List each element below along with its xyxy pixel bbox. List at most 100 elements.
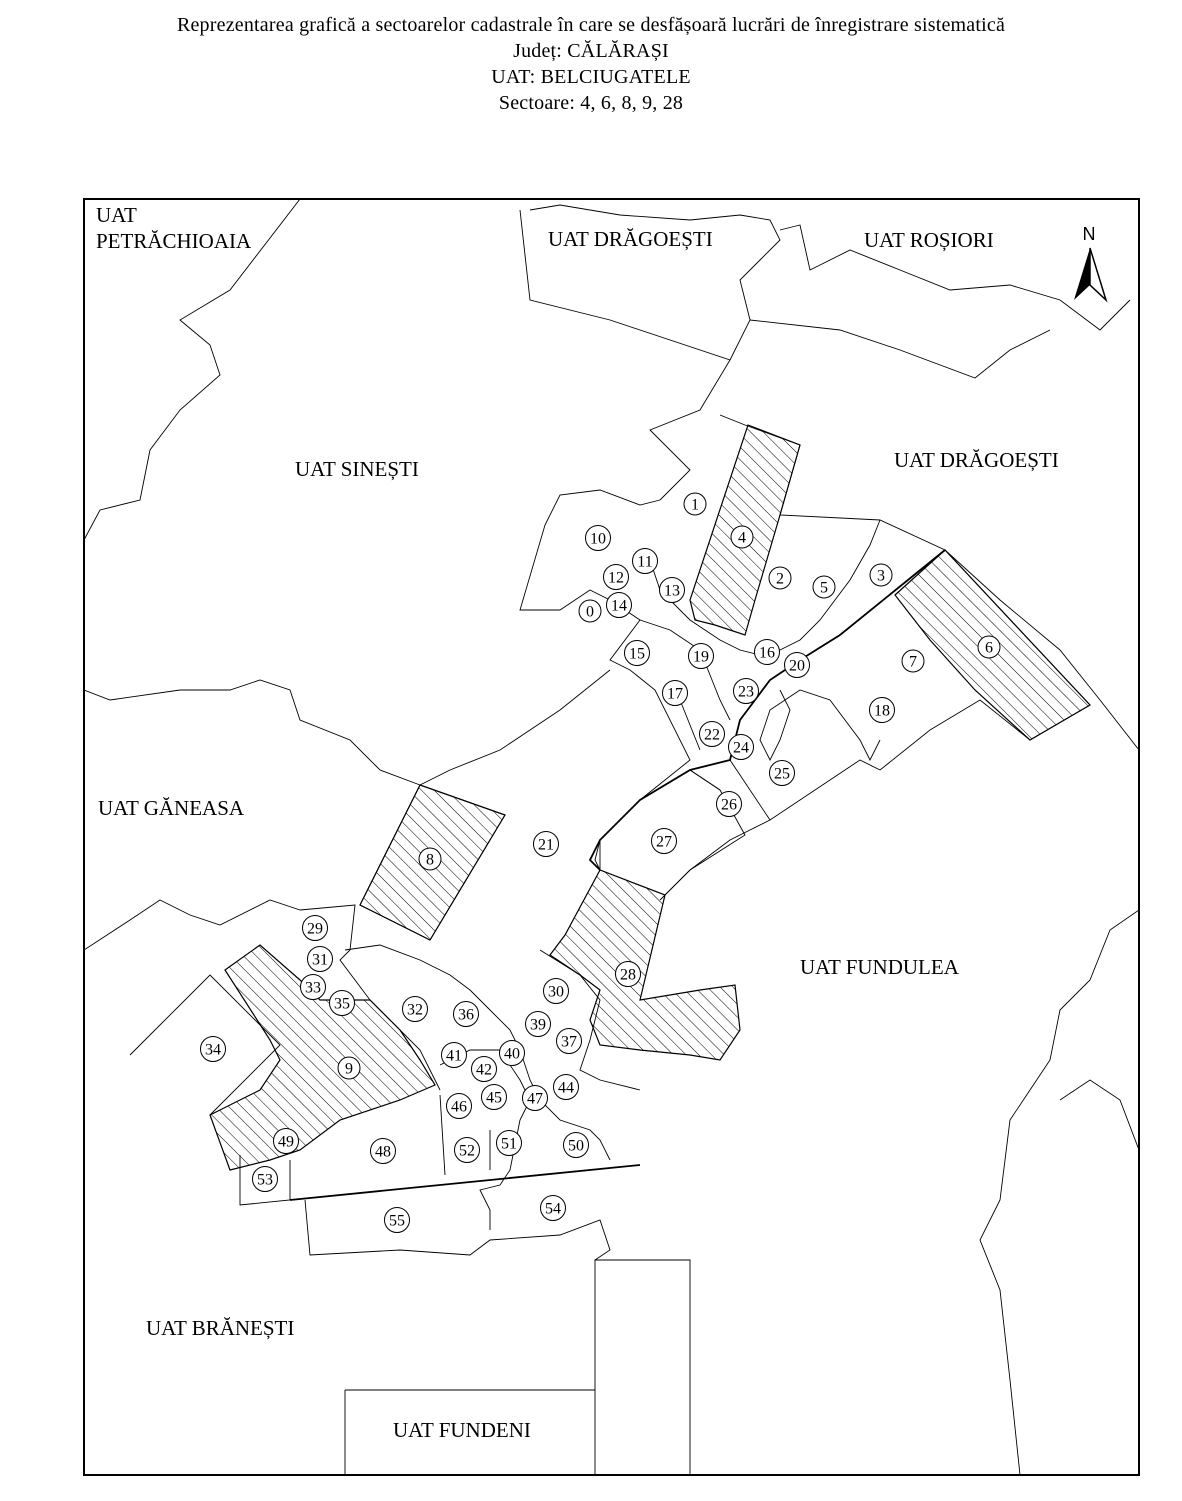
sector-marker-22: 22 bbox=[699, 721, 725, 747]
sector-marker-circle bbox=[730, 525, 754, 549]
sector-marker-circle bbox=[540, 1195, 566, 1221]
label-uat-branesti: UAT BRĂNEȘTI bbox=[146, 1316, 294, 1340]
sector-number: 12 bbox=[608, 570, 624, 587]
sector-boundary-29-31 bbox=[299, 904, 441, 1091]
sector-number: 46 bbox=[451, 1099, 467, 1116]
sector-number: 30 bbox=[548, 984, 564, 1001]
uat-boundary-ganeasa-2 bbox=[84, 899, 301, 951]
sector-number: 26 bbox=[721, 797, 737, 814]
north-arrow-label: N bbox=[1083, 224, 1096, 244]
sector-number: 48 bbox=[375, 1144, 391, 1161]
sector-marker-25: 25 bbox=[769, 760, 795, 786]
sector-number: 9 bbox=[345, 1061, 353, 1078]
sector-marker-17: 17 bbox=[662, 680, 688, 706]
sector-marker-circle bbox=[200, 1036, 226, 1062]
sector-number: 15 bbox=[629, 646, 645, 663]
sector-boundary-34 bbox=[129, 974, 281, 1116]
sector-marker-6: 6 bbox=[977, 635, 1001, 659]
sector-marker-8: 8 bbox=[418, 847, 442, 871]
sector-marker-0: 0 bbox=[578, 599, 602, 623]
uat-boundary-rosiori bbox=[779, 224, 1131, 331]
sector-marker-circle bbox=[252, 1166, 278, 1192]
sector-marker-circle bbox=[769, 760, 795, 786]
sector-number: 36 bbox=[458, 1007, 474, 1024]
sector-marker-21: 21 bbox=[533, 831, 559, 857]
sector-number: 10 bbox=[590, 531, 606, 548]
sector-number: 47 bbox=[527, 1091, 543, 1108]
sector-marker-circle bbox=[553, 1074, 579, 1100]
sector-marker-circle bbox=[525, 1011, 551, 1037]
sector-marker-circle bbox=[768, 566, 792, 590]
sector-marker-41: 41 bbox=[441, 1042, 467, 1068]
sector-number: 50 bbox=[568, 1138, 584, 1155]
sector-marker-37: 37 bbox=[556, 1028, 582, 1054]
uat-boundary-fundulea-east bbox=[979, 909, 1139, 1475]
sector-number: 41 bbox=[446, 1048, 462, 1065]
sector-marker-12: 12 bbox=[603, 564, 629, 590]
sector-number: 31 bbox=[312, 952, 328, 969]
sector-number: 49 bbox=[278, 1134, 294, 1151]
sector-number: 55 bbox=[389, 1213, 405, 1230]
sector-marker-circle bbox=[454, 1137, 480, 1163]
uat-boundary-petrachioaia bbox=[84, 199, 301, 541]
sector-number: 5 bbox=[820, 580, 828, 597]
sector-marker-circle bbox=[632, 548, 658, 574]
sector-marker-circle bbox=[869, 563, 893, 587]
sector-marker-circle bbox=[578, 599, 602, 623]
label-uat-dragoesti-east: UAT DRĂGOEȘTI bbox=[894, 448, 1059, 472]
sector-marker-circle bbox=[716, 791, 742, 817]
uat-boundary-dragoesti-east bbox=[944, 549, 1139, 751]
sector-marker-circle bbox=[441, 1042, 467, 1068]
sector-marker-circle bbox=[302, 915, 328, 941]
sector-marker-20: 20 bbox=[784, 652, 810, 678]
sector-marker-circle bbox=[754, 639, 780, 665]
sector-marker-3: 3 bbox=[869, 563, 893, 587]
sector-number: 45 bbox=[486, 1090, 502, 1107]
sector-number: 24 bbox=[733, 740, 749, 757]
sector-marker-35: 35 bbox=[329, 990, 355, 1016]
sector-number: 27 bbox=[656, 834, 672, 851]
sector-number: 17 bbox=[667, 686, 683, 703]
sector-marker-47: 47 bbox=[522, 1085, 548, 1111]
sector-marker-54: 54 bbox=[540, 1195, 566, 1221]
sector-marker-1: 1 bbox=[683, 492, 707, 516]
sector-marker-circle bbox=[603, 564, 629, 590]
sector-number: 52 bbox=[459, 1143, 475, 1160]
sector-marker-33: 33 bbox=[300, 974, 326, 1000]
sector-marker-circle bbox=[384, 1207, 410, 1233]
uat-boundary-dragoesti-ne bbox=[529, 204, 781, 361]
title-line-uat: UAT: BELCIUGATELE bbox=[491, 66, 691, 88]
sector-marker-23: 23 bbox=[733, 678, 759, 704]
title-line-1: Reprezentarea grafică a sectoarelor cada… bbox=[176, 14, 1006, 36]
sector-marker-28: 28 bbox=[615, 961, 641, 987]
sector-boundary-48-55 bbox=[289, 1164, 641, 1201]
sector-marker-2: 2 bbox=[768, 566, 792, 590]
sector-number: 44 bbox=[558, 1080, 574, 1097]
sector-marker-circle bbox=[699, 721, 725, 747]
sector-marker-circle bbox=[901, 649, 925, 673]
sector-number: 25 bbox=[774, 766, 790, 783]
sector-marker-15: 15 bbox=[624, 640, 650, 666]
sector-marker-circle bbox=[329, 990, 355, 1016]
sector-marker-18: 18 bbox=[869, 697, 895, 723]
sector-marker-9: 9 bbox=[337, 1056, 361, 1080]
map-frame bbox=[83, 198, 1140, 1476]
sector-marker-circle bbox=[733, 678, 759, 704]
sector-marker-14: 14 bbox=[606, 592, 632, 618]
sector-number: 32 bbox=[407, 1002, 423, 1019]
sector-marker-circle bbox=[615, 961, 641, 987]
sector-marker-30: 30 bbox=[543, 978, 569, 1004]
sector-marker-circle bbox=[522, 1085, 548, 1111]
sector-marker-circle bbox=[543, 978, 569, 1004]
sector-marker-7: 7 bbox=[901, 649, 925, 673]
hatched-sector-28 bbox=[549, 869, 741, 1061]
sector-number: 19 bbox=[693, 649, 709, 666]
sector-number: 42 bbox=[476, 1062, 492, 1079]
sector-number: 20 bbox=[789, 658, 805, 675]
sector-marker-31: 31 bbox=[307, 946, 333, 972]
sector-number: 14 bbox=[611, 598, 627, 615]
sector-marker-27: 27 bbox=[651, 828, 677, 854]
sector-marker-circle bbox=[307, 946, 333, 972]
sector-marker-circle bbox=[869, 697, 895, 723]
sector-number: 37 bbox=[561, 1034, 577, 1051]
